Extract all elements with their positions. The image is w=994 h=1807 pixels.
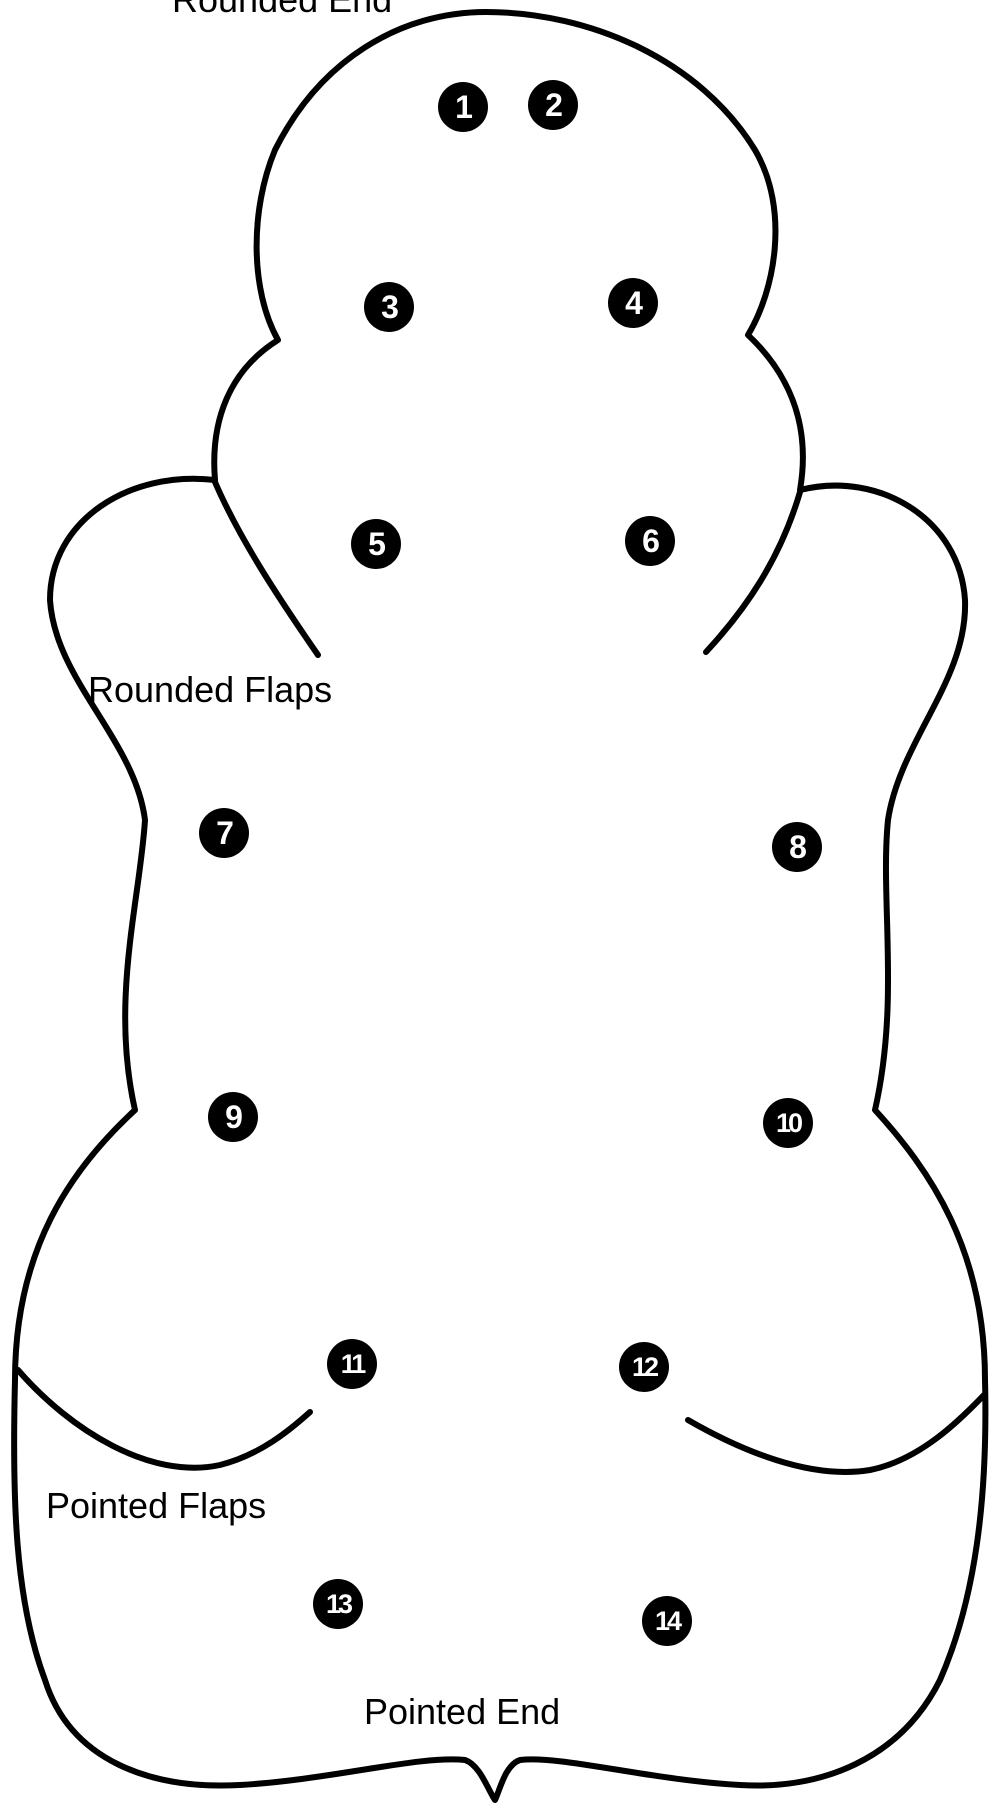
- marker-13: 13: [313, 1579, 363, 1629]
- marker-12: 12: [619, 1342, 669, 1392]
- left-pointed-flap-line: [18, 1370, 310, 1468]
- marker-10: 10: [763, 1098, 813, 1148]
- body-outline: [14, 12, 985, 1800]
- left-rounded-flap-line: [215, 482, 318, 655]
- marker-4: 4: [608, 278, 658, 328]
- rounded-end-label: Rounded End: [172, 0, 392, 18]
- marker-8: 8: [772, 822, 822, 872]
- marker-14: 14: [642, 1596, 692, 1646]
- marker-6: 6: [625, 516, 675, 566]
- pointed-end-label: Pointed End: [364, 1694, 560, 1730]
- marker-3: 3: [364, 282, 414, 332]
- marker-2: 2: [528, 80, 578, 130]
- marker-5: 5: [351, 519, 401, 569]
- rounded-flaps-label: Rounded Flaps: [88, 672, 332, 708]
- pointed-flaps-label: Pointed Flaps: [46, 1488, 266, 1524]
- marker-11: 11: [327, 1339, 377, 1389]
- right-rounded-flap-line: [706, 492, 800, 652]
- marker-7: 7: [199, 808, 249, 858]
- right-pointed-flap-line: [688, 1395, 984, 1472]
- marker-1: 1: [438, 82, 488, 132]
- marker-9: 9: [208, 1092, 258, 1142]
